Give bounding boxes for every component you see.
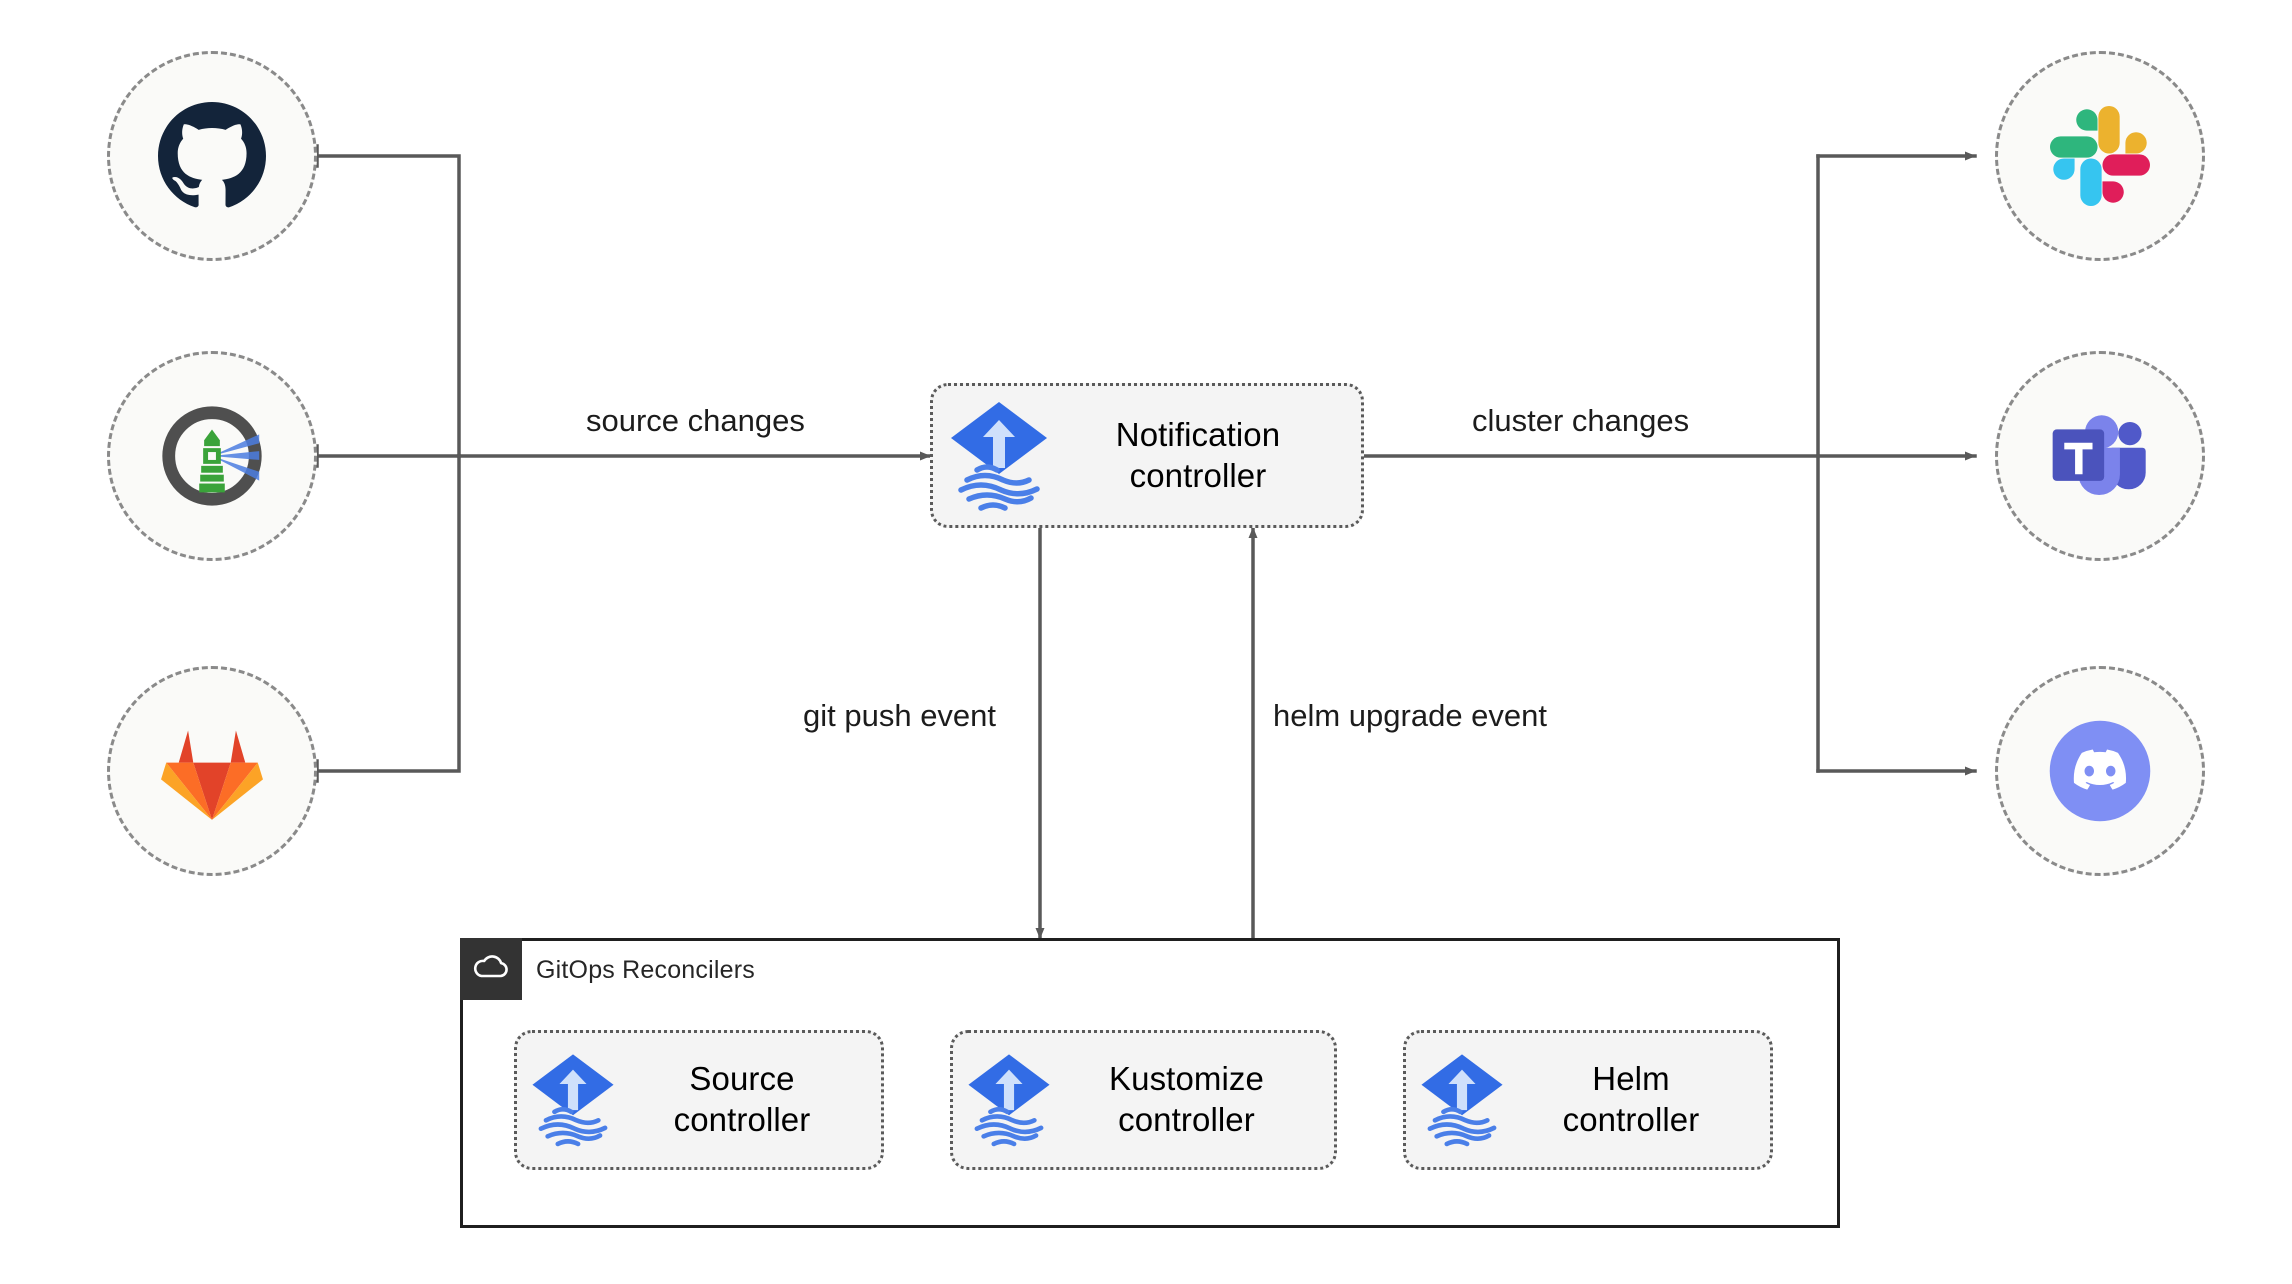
destination-node-discord[interactable] [1995, 666, 2205, 876]
source-node-helm[interactable] [107, 351, 317, 561]
slack-icon [2050, 106, 2150, 206]
cloud-icon [471, 953, 511, 986]
microsoft-teams-icon [2046, 406, 2154, 506]
notification-controller-node[interactable]: Notification controller [930, 383, 1364, 528]
flux-icon [947, 398, 1051, 514]
flux-icon [529, 1051, 617, 1149]
discord-icon [2042, 713, 2158, 829]
helm-icon [153, 397, 271, 515]
notification-controller-label: Notification controller [1115, 415, 1281, 494]
edge-gitlab-to-bus [315, 454, 461, 773]
source-node-gitlab[interactable] [107, 666, 317, 876]
destination-node-slack[interactable] [1995, 51, 2205, 261]
destination-node-teams[interactable] [1995, 351, 2205, 561]
kustomize-controller-node[interactable]: Kustomize controller [950, 1030, 1337, 1170]
edge-label-git-push-event: git push event [795, 698, 1005, 734]
edge-label-helm-upgrade-event: helm upgrade event [1265, 698, 1556, 734]
gitlab-icon [160, 721, 264, 821]
source-controller-label: Source controller [673, 1060, 811, 1138]
helm-controller-label: Helm controller [1562, 1060, 1700, 1138]
edge-label-source-changes: source changes [578, 403, 813, 439]
gitops-reconcilers-tab [460, 938, 522, 1000]
kustomize-controller-label: Kustomize controller [1109, 1060, 1264, 1138]
flux-icon [1418, 1051, 1506, 1149]
flux-icon [965, 1051, 1053, 1149]
github-icon [158, 102, 266, 210]
helm-controller-node[interactable]: Helm controller [1403, 1030, 1773, 1170]
edge-github-to-bus [315, 154, 461, 458]
edge-label-cluster-changes: cluster changes [1464, 403, 1698, 439]
gitops-reconcilers-title: GitOps Reconcilers [536, 956, 755, 984]
source-node-github[interactable] [107, 51, 317, 261]
source-controller-node[interactable]: Source controller [514, 1030, 884, 1170]
